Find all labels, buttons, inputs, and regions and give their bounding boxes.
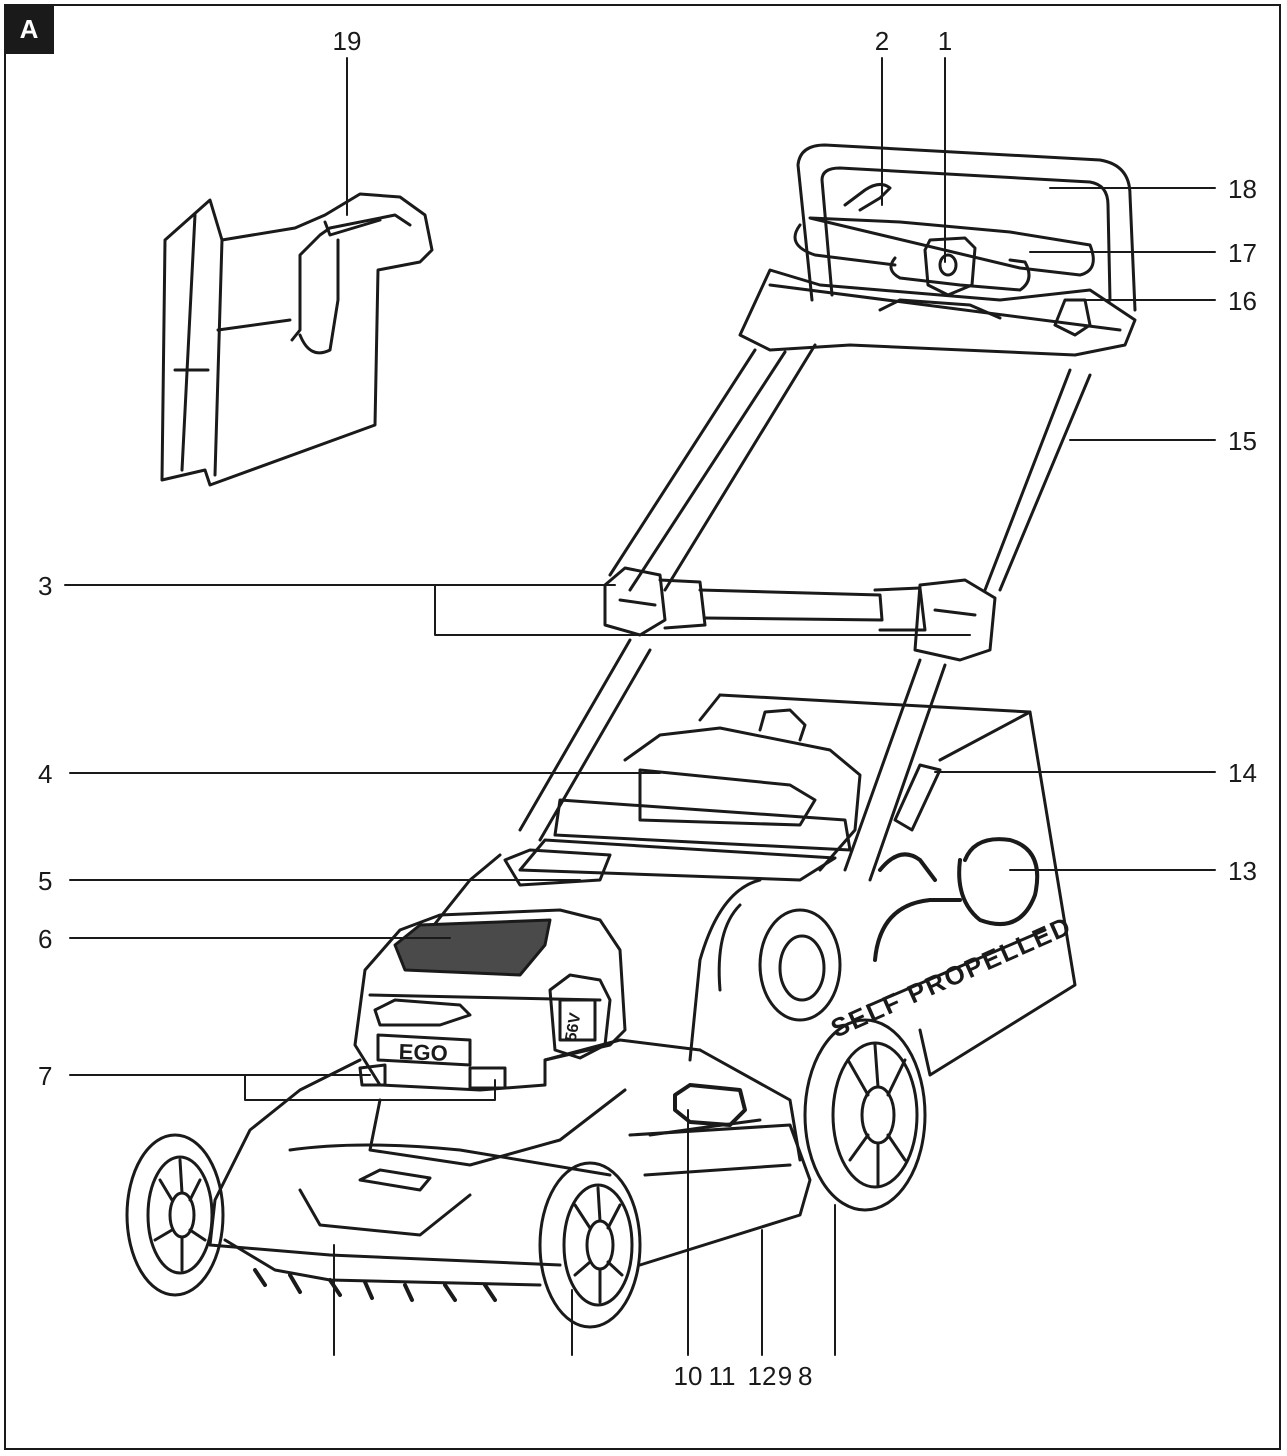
callout-10: 10	[674, 1361, 703, 1391]
callout-12: 12	[748, 1361, 777, 1391]
upper-handle	[738, 143, 1137, 357]
callout-6: 6	[38, 924, 52, 954]
callout-11: 11	[709, 1361, 736, 1391]
figure-tag: A	[4, 4, 54, 54]
rear-grass-bag	[698, 693, 1077, 1077]
callout-19: 19	[333, 26, 362, 56]
mulch-door-handle	[893, 763, 942, 832]
front-left-wheel	[125, 1133, 225, 1297]
callout-8: 8	[798, 1361, 812, 1391]
leader-lines	[64, 57, 1216, 1356]
callout-16: 16	[1228, 286, 1257, 316]
callout-2: 2	[875, 26, 889, 56]
callout-15: 15	[1228, 426, 1257, 456]
rear-right-wheel	[803, 1018, 927, 1212]
fold-locks	[603, 566, 997, 662]
self-propelled-text: SELF PROPELLED	[826, 910, 1076, 1043]
callout-9: 9	[778, 1361, 792, 1391]
grass-catcher-bag	[160, 192, 434, 487]
callout-1: 1	[938, 26, 952, 56]
battery-voltage-label: 56V	[563, 1011, 585, 1042]
callout-13: 13	[1228, 856, 1257, 886]
figure-frame	[4, 4, 1281, 1450]
callout-14: 14	[1228, 758, 1257, 788]
battery-brand-logo: EGO	[398, 1039, 448, 1066]
callout-18: 18	[1228, 174, 1257, 204]
callout-5: 5	[38, 866, 52, 896]
callout-17: 17	[1228, 238, 1257, 268]
callout-4: 4	[38, 759, 52, 789]
callout-numbers: 19 2 1 18 17 16 15 14 13 3 4 5 6 7 10 11…	[38, 26, 1257, 1391]
mower-deck	[208, 708, 862, 1302]
callout-3: 3	[38, 571, 52, 601]
battery-pack	[353, 908, 627, 1092]
callout-7: 7	[38, 1061, 52, 1091]
front-right-wheel	[538, 1161, 642, 1329]
